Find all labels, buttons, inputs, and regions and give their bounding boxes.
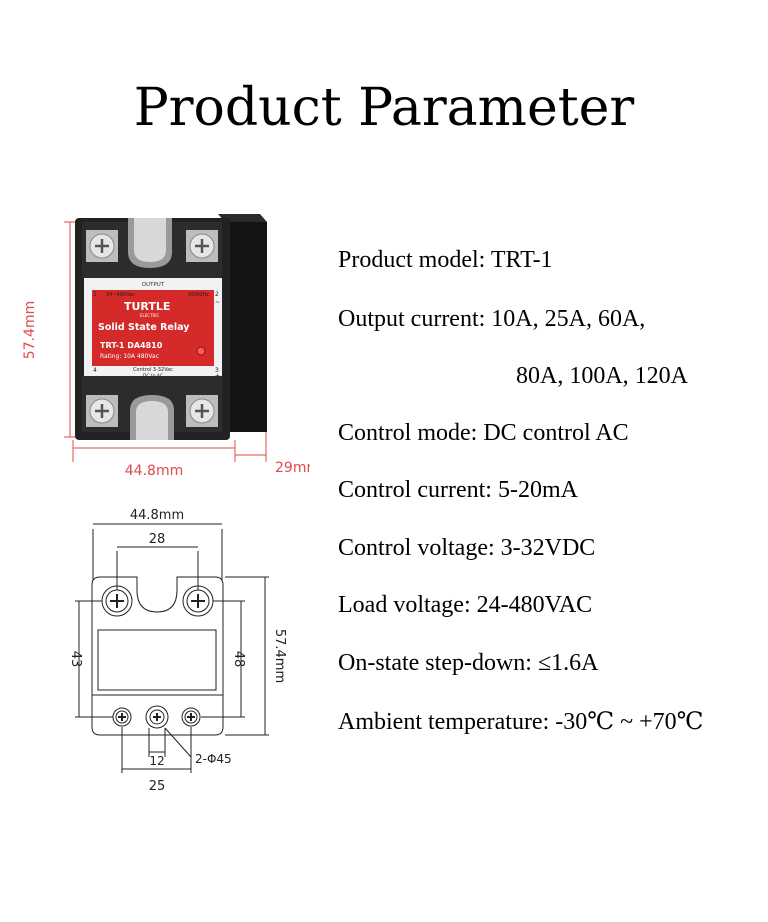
param-load-voltage: Load voltage: 24-480VAC	[338, 592, 593, 618]
terminal-2: 2	[215, 291, 219, 298]
relay-photo: 57.4mm 44.8mm 29mm OUTPUT 1 2 4	[20, 200, 320, 490]
relay-photo-svg: 57.4mm 44.8mm 29mm OUTPUT 1 2 4	[22, 214, 320, 479]
output-freq: 50/60Hz	[188, 292, 209, 298]
dim-screw-spacing: 28	[149, 532, 166, 547]
dim-height-left: 43	[68, 651, 83, 668]
terminal-1: 1	[93, 291, 97, 298]
control-label: Control 3-32Vac	[133, 367, 173, 373]
output-range: 24~480Vac	[106, 292, 135, 298]
product-name: Solid State Relay	[98, 322, 190, 333]
param-control-current: Control current: 5-20mA	[338, 477, 578, 503]
dim-top-width: 44.8mm	[130, 508, 184, 523]
brand-sub: ELECTRIC	[140, 313, 159, 318]
param-control-voltage: Control voltage: 3-32VDC	[338, 535, 596, 561]
param-control-mode: Control mode: DC control AC	[338, 420, 629, 446]
relay-body	[75, 214, 267, 440]
screw-crosses	[110, 594, 205, 721]
param-product-model: Product model: TRT-1	[338, 247, 553, 273]
page-title: Product Parameter	[133, 78, 635, 138]
control-label-2: DC to AC	[143, 373, 163, 379]
param-output-current-cont: 80A, 100A, 120A	[516, 363, 688, 389]
terminal-3: 3	[215, 367, 219, 374]
photo-width-label: 44.8mm	[125, 463, 183, 479]
param-on-state-step-down: On-state step-down: ≤1.6A	[338, 650, 599, 676]
terminal-2-sign: ~	[215, 299, 220, 306]
terminal-3-sign: +	[215, 373, 220, 380]
param-ambient-temperature: Ambient temperature: -30℃ ~ +70℃	[338, 709, 704, 735]
terminal-4: 4	[93, 367, 97, 374]
model-code: TRT-1 DA4810	[100, 341, 163, 350]
dim-hole-label: 2-Φ45	[195, 752, 232, 766]
param-output-current: Output current: 10A, 25A, 60A,	[338, 306, 646, 332]
rating-label: Rating: 10A 480Vac	[100, 353, 159, 360]
brand-name: TURTLE	[124, 300, 170, 313]
photo-dimension-lines	[64, 221, 267, 462]
dim-height-inner: 48	[231, 651, 246, 668]
terminal-4-sign: -	[93, 373, 95, 380]
drawing-lines	[75, 523, 269, 773]
dim-height-outer: 57.4mm	[272, 629, 287, 683]
technical-drawing: 44.8mm 28 43 48 57.4mm 12 2-Φ45 25	[55, 495, 295, 810]
output-label: OUTPUT	[142, 282, 165, 288]
technical-drawing-svg: 44.8mm 28 43 48 57.4mm 12 2-Φ45 25	[68, 508, 287, 794]
photo-height-label: 57.4mm	[22, 301, 38, 359]
photo-depth-label: 29mm	[275, 460, 310, 476]
dim-bottom-spacing: 12	[149, 754, 164, 768]
dim-bottom-width: 25	[149, 779, 166, 794]
